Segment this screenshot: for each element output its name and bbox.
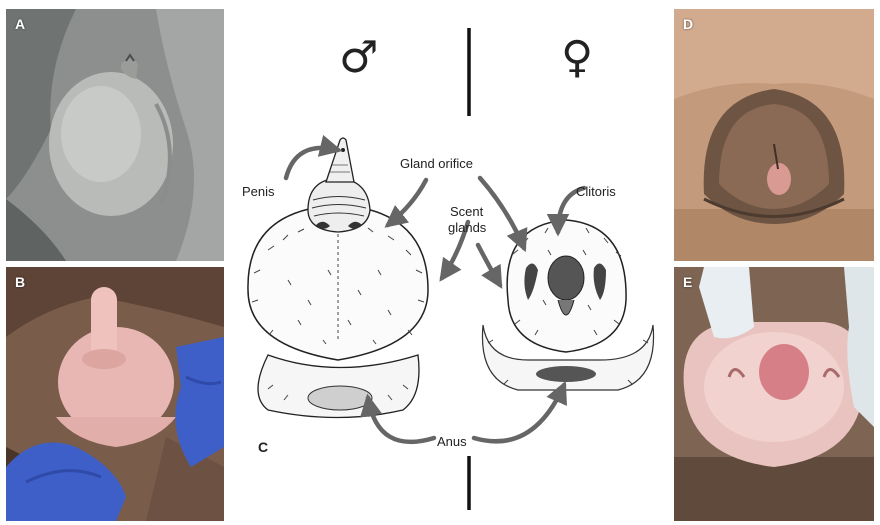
label-glands: glands — [448, 220, 487, 235]
panel-label-c: C — [258, 439, 268, 455]
female-everted-photo — [674, 267, 874, 521]
male-symbol: ♂ — [339, 32, 378, 83]
panel-label-a: A — [15, 16, 25, 32]
panel-label-e: E — [683, 274, 692, 290]
arrow-gland-orifice-female — [480, 178, 524, 248]
label-anus: Anus — [437, 434, 467, 449]
panel-label-b: B — [15, 274, 25, 290]
label-gland-orifice: Gland orifice — [400, 156, 473, 171]
arrow-gland-orifice-male — [388, 180, 426, 225]
diagram-canvas: ♂ ♀ — [228, 0, 672, 525]
arrow-scent-female — [478, 245, 500, 285]
label-scent: Scent — [450, 204, 484, 219]
female-gland-drawing — [482, 220, 653, 390]
anatomy-diagram: ♂ ♀ — [228, 0, 672, 525]
female-symbol: ♀ — [561, 32, 593, 83]
label-clitoris: Clitoris — [576, 184, 616, 199]
photo-panel-e: E — [674, 267, 874, 521]
label-penis: Penis — [242, 184, 275, 199]
arrow-anus-female — [474, 385, 564, 441]
male-everted-photo — [6, 267, 224, 521]
photo-panel-b: B — [6, 267, 224, 521]
male-gland-drawing — [248, 138, 428, 418]
female-gland-photo — [674, 9, 874, 261]
panel-label-d: D — [683, 16, 693, 32]
male-gland-photo — [6, 9, 224, 261]
photo-panel-d: D — [674, 9, 874, 261]
photo-panel-a: A — [6, 9, 224, 261]
